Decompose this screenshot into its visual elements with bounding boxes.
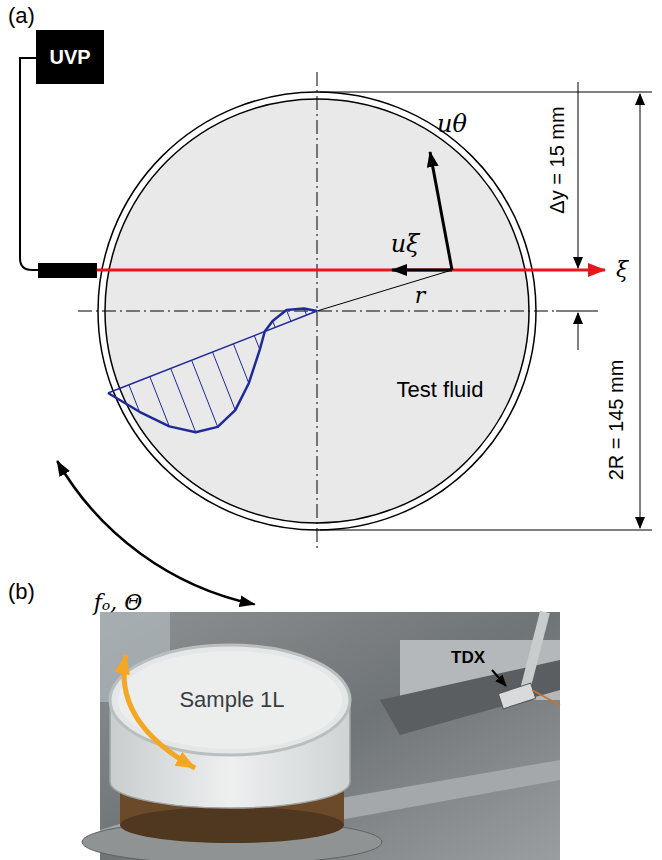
container-base [120, 807, 344, 843]
dimension-label: Δy = 15 mm [546, 106, 568, 213]
radius-symbol: r [415, 284, 426, 308]
extension-line [556, 311, 598, 312]
component-label: TDX [451, 649, 485, 668]
profile-curve [108, 309, 317, 433]
measurement-line [97, 269, 605, 272]
sample-label: Sample 1L [179, 688, 284, 712]
transducer [498, 683, 535, 709]
velocity-symbol: uθ [437, 111, 467, 137]
profile-hatching [129, 309, 307, 433]
velocity-symbol: uξ [391, 231, 420, 257]
photo-background [100, 612, 560, 860]
oscillation-label: fₒ, Θ [94, 591, 143, 615]
extension-line [320, 530, 652, 531]
extension-line [320, 92, 652, 93]
instrument-box: UVP [36, 30, 104, 84]
dimension-label: 2R = 145 mm [605, 360, 627, 481]
dimension-line [640, 94, 641, 528]
box-text: UVP [49, 46, 90, 69]
velocity-profile [108, 309, 317, 433]
photo [82, 612, 560, 860]
fluid-surface [110, 645, 350, 755]
transducer [38, 263, 97, 278]
probe-holder [525, 612, 545, 690]
axis-label: ξ [616, 258, 628, 282]
radius-line [317, 270, 452, 311]
panel-label: (b) [8, 580, 35, 604]
cable [20, 58, 38, 270]
probe-cable [532, 690, 560, 705]
frame-bar [330, 760, 560, 820]
dimension-line [578, 82, 579, 268]
dimension-line [578, 313, 579, 350]
leader-arrow [492, 670, 506, 686]
region-label: Test fluid [397, 378, 484, 402]
velocity-vector [430, 152, 452, 270]
oscillation-arrow [57, 461, 254, 604]
panel-label: (a) [8, 4, 35, 28]
velocity-vector [392, 269, 452, 272]
